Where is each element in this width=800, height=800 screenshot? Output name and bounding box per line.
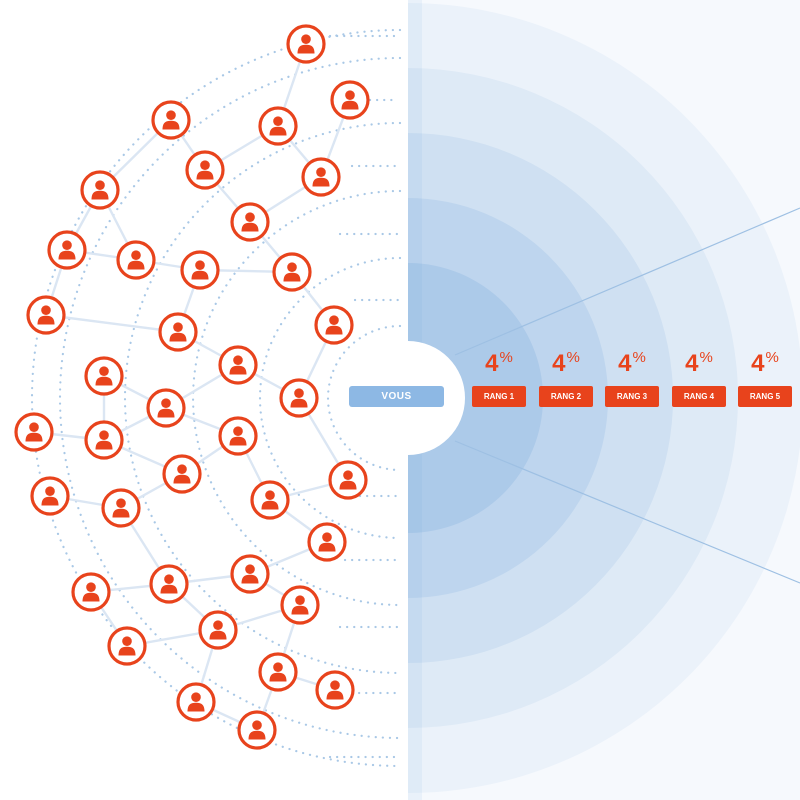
dotted-arcs <box>30 28 402 768</box>
person-icon <box>218 345 258 385</box>
rank-label: RANG 3 <box>605 386 659 407</box>
person-icon <box>258 106 298 146</box>
rank-label: RANG 1 <box>472 386 526 407</box>
person-icon <box>230 554 270 594</box>
person-icon <box>279 378 319 418</box>
reach-panel <box>408 0 800 800</box>
rank-2: 4%RANG 2 <box>539 349 593 407</box>
person-icon <box>230 202 270 242</box>
person-icon <box>47 230 87 270</box>
network-nodes <box>14 24 370 750</box>
person-icon <box>146 388 186 428</box>
person-icon <box>162 454 202 494</box>
dotted-arc <box>326 324 402 472</box>
rank-5: 4%RANG 5 <box>738 349 792 407</box>
rank-percentage: 4% <box>472 349 526 386</box>
person-icon <box>307 522 347 562</box>
person-icon <box>26 295 66 335</box>
person-icon <box>280 585 320 625</box>
person-icon <box>218 416 258 456</box>
rank-percentage: 4% <box>672 349 726 386</box>
wedge-line-bottom <box>454 440 800 584</box>
rank-unit: % <box>765 349 779 366</box>
rank-unit: % <box>566 349 580 366</box>
person-icon <box>30 476 70 516</box>
rank-4: 4%RANG 4 <box>672 349 726 407</box>
dotted-arc <box>258 256 402 540</box>
person-icon <box>71 572 111 612</box>
rank-unit: % <box>699 349 713 366</box>
person-icon <box>314 305 354 345</box>
person-icon <box>180 250 220 290</box>
person-icon <box>330 80 370 120</box>
rank-value: 4 <box>485 350 499 377</box>
dotted-arc <box>191 189 402 607</box>
rank-label: RANG 5 <box>738 386 792 407</box>
person-icon <box>328 460 368 500</box>
rank-unit: % <box>632 349 646 366</box>
person-icon <box>14 412 54 452</box>
person-icon <box>176 682 216 722</box>
rank-1: 4%RANG 1 <box>472 349 526 407</box>
wedge-line-top <box>454 207 800 356</box>
person-icon <box>272 252 312 292</box>
person-icon <box>151 100 191 140</box>
rank-value: 4 <box>552 350 566 377</box>
person-icon <box>315 670 355 710</box>
person-icon <box>286 24 326 64</box>
person-icon <box>80 170 120 210</box>
rank-percentage: 4% <box>738 349 792 386</box>
person-icon <box>198 610 238 650</box>
rank-3: 4%RANG 3 <box>605 349 659 407</box>
rank-value: 4 <box>618 350 632 377</box>
person-icon <box>301 157 341 197</box>
dotted-arc <box>123 121 402 675</box>
rank-label: RANG 2 <box>539 386 593 407</box>
person-icon <box>107 626 147 666</box>
person-icon <box>84 356 124 396</box>
rank-label: RANG 4 <box>672 386 726 407</box>
person-icon <box>101 488 141 528</box>
rank-percentage: 4% <box>539 349 593 386</box>
reach-ring <box>408 3 800 793</box>
person-icon <box>250 480 290 520</box>
dotted-arc <box>30 28 402 768</box>
person-icon <box>185 150 225 190</box>
rank-unit: % <box>499 349 513 366</box>
rank-value: 4 <box>685 350 699 377</box>
person-icon <box>258 652 298 692</box>
person-icon <box>158 312 198 352</box>
person-icon <box>84 420 124 460</box>
person-icon <box>149 564 189 604</box>
network-link <box>45 313 179 334</box>
vous-label: VOUS <box>349 386 444 407</box>
person-icon <box>237 710 277 750</box>
rank-percentage: 4% <box>605 349 659 386</box>
person-icon <box>116 240 156 280</box>
rank-value: 4 <box>751 350 765 377</box>
